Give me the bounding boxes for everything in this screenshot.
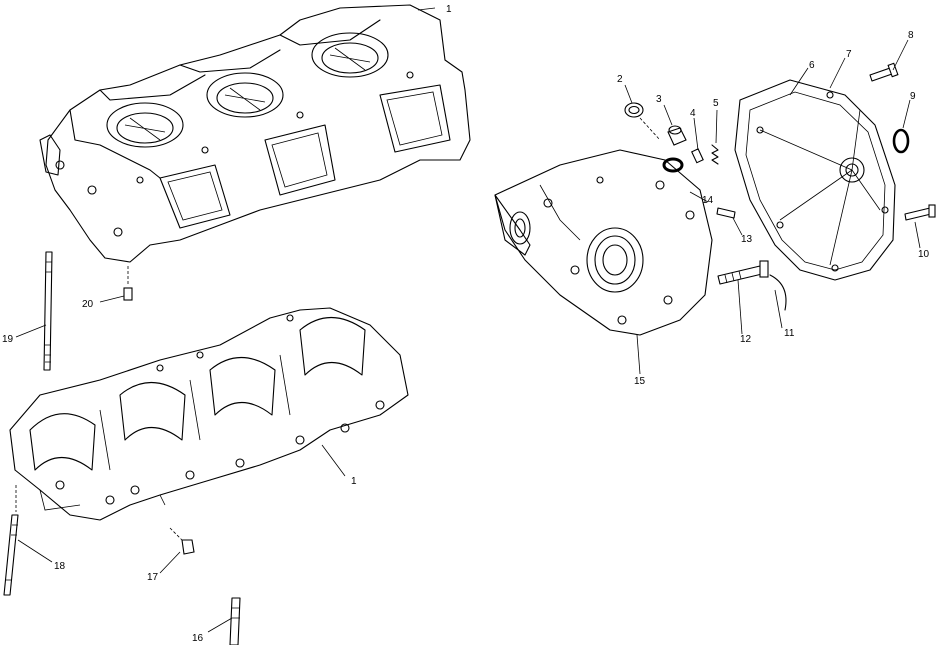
callouts: 1 1 2 3 4 5 6 7 8 9 10 11 12 13 14 15 16… bbox=[2, 4, 930, 644]
bolt-8 bbox=[869, 62, 899, 82]
callout-12: 12 bbox=[740, 334, 752, 345]
callout-7: 7 bbox=[846, 49, 852, 60]
callout-6: 6 bbox=[809, 60, 815, 71]
pin-4 bbox=[691, 148, 704, 164]
spring-5 bbox=[711, 144, 719, 165]
callout-14: 14 bbox=[702, 195, 714, 206]
fitting-17 bbox=[169, 527, 195, 555]
seal-2 bbox=[624, 102, 661, 141]
rotary-housing-15 bbox=[494, 149, 713, 336]
callout-5: 5 bbox=[713, 98, 719, 109]
callout-20: 20 bbox=[82, 299, 94, 310]
bolt-16 bbox=[229, 597, 241, 645]
callout-3: 3 bbox=[656, 94, 662, 105]
o-ring-14 bbox=[662, 157, 684, 173]
leader-lines bbox=[15, 7, 921, 633]
upper-crankcase bbox=[39, 4, 471, 263]
callout-17: 17 bbox=[147, 572, 159, 583]
callout-18: 18 bbox=[54, 561, 66, 572]
callout-11: 11 bbox=[784, 328, 795, 339]
plug-3 bbox=[667, 125, 687, 146]
callout-13: 13 bbox=[741, 234, 753, 245]
bolt-10 bbox=[904, 204, 936, 221]
callout-2: 2 bbox=[617, 74, 623, 85]
callout-10: 10 bbox=[918, 249, 930, 260]
callout-4: 4 bbox=[690, 108, 696, 119]
callout-8: 8 bbox=[908, 30, 914, 41]
bolt-12 bbox=[717, 260, 769, 285]
callout-1-upper: 1 bbox=[446, 4, 452, 15]
washer-11 bbox=[769, 274, 787, 311]
lower-crankcase bbox=[9, 307, 409, 521]
o-ring-9 bbox=[892, 128, 910, 154]
callout-16: 16 bbox=[192, 633, 204, 644]
dowel-20 bbox=[123, 266, 133, 301]
callout-9: 9 bbox=[910, 91, 916, 102]
stud-18 bbox=[3, 485, 19, 596]
callout-19: 19 bbox=[2, 334, 14, 345]
callout-15: 15 bbox=[634, 376, 646, 387]
stud-19 bbox=[43, 251, 53, 371]
bolt-13 bbox=[716, 207, 736, 219]
cover-7 bbox=[734, 79, 896, 281]
callout-1-lower: 1 bbox=[351, 476, 357, 487]
